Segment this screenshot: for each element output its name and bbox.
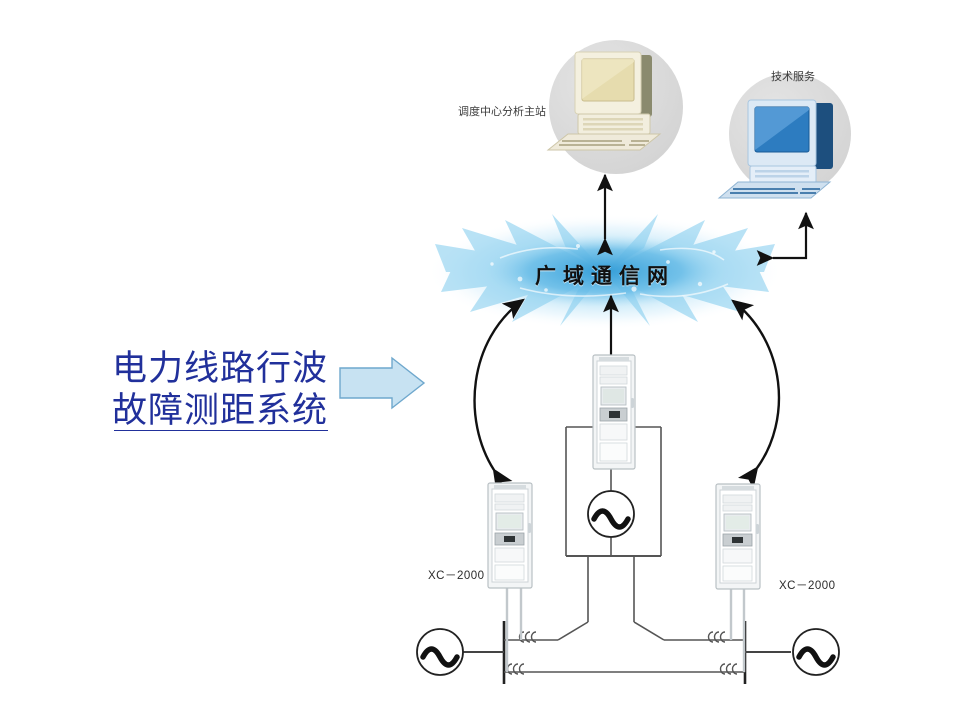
generator-left-symbol: [416, 628, 464, 676]
right-block-arrow-icon: [339, 356, 426, 410]
dispatch-station-label: 调度中心分析主站: [458, 105, 546, 118]
wan-cloud[interactable]: 广域通信网: [430, 218, 780, 328]
cabinet-drop-cables: [505, 585, 746, 672]
ct-coil-upper-left: [518, 631, 537, 643]
cabinet-left-label: XC－2000: [428, 570, 485, 582]
ct-coil-lower-left: [506, 663, 525, 675]
generator-right-symbol: [792, 628, 840, 676]
dispatch-station-circle: [549, 40, 683, 174]
title-underline: [114, 430, 328, 431]
cabinet-right-label: XC－2000: [779, 580, 836, 592]
tech-service-circle: [729, 73, 851, 195]
tech-service-label: 技术服务: [771, 70, 815, 83]
wan-cloud-label: 广域通信网: [535, 264, 675, 288]
title-line-2: 故障测距系统: [112, 391, 329, 430]
generator-center-symbol: [587, 490, 635, 538]
ct-coils: [506, 631, 738, 675]
title-line-1: 电力线路行波: [112, 349, 329, 388]
ct-coil-lower-right: [719, 663, 738, 675]
ct-coil-upper-right: [707, 631, 726, 643]
diagram-title: 电力线路行波 故障测距系统: [112, 348, 337, 432]
